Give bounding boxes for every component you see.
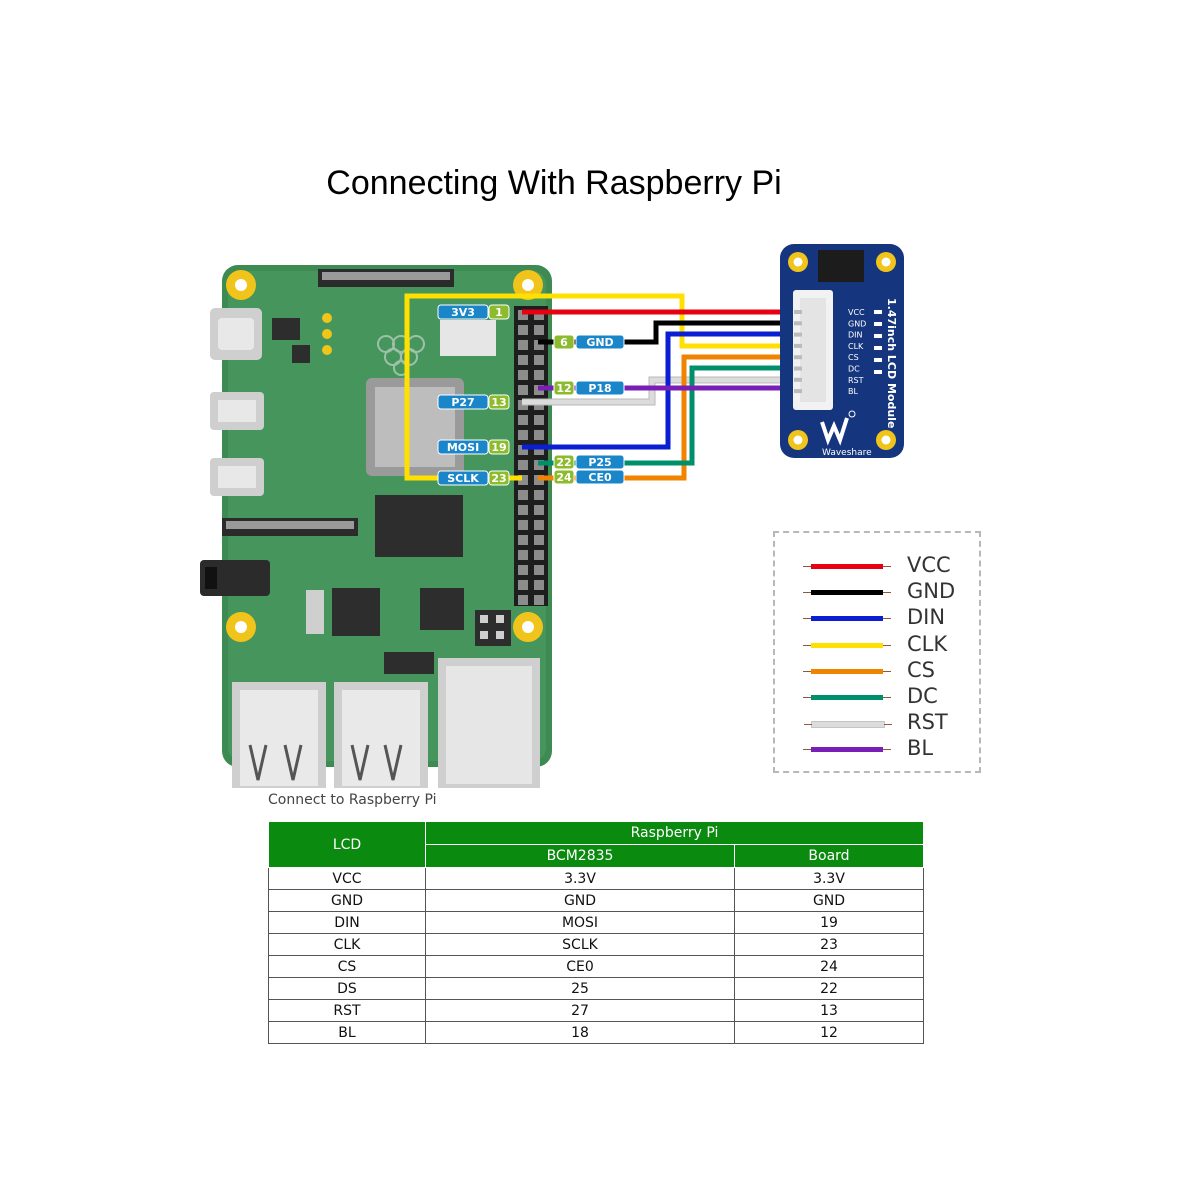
legend-swatch <box>803 642 891 648</box>
cell-board: 19 <box>734 911 924 934</box>
lcd-pin-gnd: GND <box>848 319 866 328</box>
cell-bcm2835: GND <box>425 889 735 912</box>
cell-board: GND <box>734 889 924 912</box>
cell-lcd: CLK <box>268 933 426 956</box>
lcd-module-name: 1.47inch LCD Module <box>885 298 898 428</box>
legend-item-dc: DC <box>803 684 975 710</box>
pin-number-6: 6 <box>560 336 568 349</box>
waveshare-logo-icon <box>820 410 856 446</box>
header-bcm2835: BCM2835 <box>425 844 735 868</box>
cell-board: 24 <box>734 955 924 978</box>
legend-item-rst: RST <box>804 710 975 736</box>
figure-caption: Connect to Raspberry Pi <box>268 792 437 808</box>
raspberry-pi-board <box>200 265 552 788</box>
pin-name-gnd: GND <box>586 336 613 349</box>
pin-name-p18: P18 <box>588 382 611 395</box>
cell-bcm2835: 18 <box>425 1021 735 1044</box>
legend-label: DIN <box>907 605 946 630</box>
legend-swatch <box>803 616 891 622</box>
legend-swatch <box>804 721 892 729</box>
lcd-pin-dc: DC <box>848 365 860 374</box>
cell-lcd: CS <box>268 955 426 978</box>
header-lcd: LCD <box>268 821 426 868</box>
lcd-module: VCC GND DIN CLK CS DC RST BL 1.47inch LCD Modul… <box>780 244 904 458</box>
legend-label: DC <box>907 684 938 708</box>
pin-name-p27: P27 <box>451 396 474 409</box>
cell-bcm2835: 27 <box>425 999 735 1022</box>
cell-lcd: BL <box>268 1021 426 1044</box>
diagram-title: Connecting With Raspberry Pi <box>326 164 782 202</box>
pin-number-22: 22 <box>556 456 571 469</box>
cell-board: 12 <box>734 1021 924 1044</box>
cell-lcd: DIN <box>268 911 426 934</box>
legend-item-din: DIN <box>803 605 975 631</box>
pin-number-19: 19 <box>491 441 506 454</box>
pin-name-mosi: MOSI <box>447 441 479 454</box>
legend-label: CLK <box>907 631 948 656</box>
cell-lcd: RST <box>268 999 426 1022</box>
cell-board: 13 <box>734 999 924 1022</box>
cell-bcm2835: 3.3V <box>425 867 735 890</box>
legend-swatch <box>803 668 891 674</box>
legend-swatch <box>803 590 891 596</box>
cell-board: 23 <box>734 933 924 956</box>
legend-swatch <box>803 564 891 569</box>
legend-item-vcc: VCC <box>803 553 975 579</box>
pin-name-3v3: 3V3 <box>451 306 475 319</box>
cell-lcd: VCC <box>268 867 426 890</box>
header-raspberry-pi: Raspberry Pi <box>425 821 924 845</box>
cell-board: 22 <box>734 977 924 1000</box>
lcd-pin-vcc: VCC <box>848 308 865 317</box>
legend-item-bl: BL <box>803 736 975 762</box>
legend-label: BL <box>907 736 934 761</box>
legend-label: VCC <box>907 553 951 577</box>
legend-label: GND <box>907 579 956 604</box>
pin-name-sclk: SCLK <box>447 472 479 485</box>
lcd-brand: Waveshare <box>822 448 872 458</box>
lcd-pin-din: DIN <box>848 331 863 340</box>
pin-number-24: 24 <box>556 471 572 484</box>
cell-lcd: DS <box>268 977 426 1000</box>
legend-swatch <box>803 695 891 700</box>
pin-name-p25: P25 <box>588 456 611 469</box>
lcd-pin-bl: BL <box>848 387 858 396</box>
header-board: Board <box>734 844 924 868</box>
wire-rst <box>522 377 794 405</box>
cell-lcd: GND <box>268 889 426 912</box>
legend-item-cs: CS <box>803 657 975 684</box>
pin-number-13: 13 <box>491 396 506 409</box>
cell-bcm2835: CE0 <box>425 955 735 978</box>
lcd-pin-cs: CS <box>848 353 859 362</box>
legend-label: RST <box>907 710 948 735</box>
wire-clk <box>404 293 794 481</box>
cell-bcm2835: 25 <box>425 977 735 1000</box>
pin-name-ce0: CE0 <box>588 471 612 484</box>
cell-board: 3.3V <box>734 867 924 890</box>
legend-label: CS <box>907 657 935 682</box>
legend-swatch <box>803 747 891 753</box>
cell-bcm2835: SCLK <box>425 933 735 956</box>
pin-number-1: 1 <box>495 306 503 319</box>
legend-item-clk: CLK <box>803 631 975 658</box>
pin-number-23: 23 <box>491 472 506 485</box>
lcd-pin-rst: RST <box>848 376 864 385</box>
pin-number-12: 12 <box>556 382 571 395</box>
lcd-pin-clk: CLK <box>848 342 864 351</box>
cell-bcm2835: MOSI <box>425 911 735 934</box>
legend-item-gnd: GND <box>803 579 975 605</box>
usb-ports <box>232 658 540 788</box>
